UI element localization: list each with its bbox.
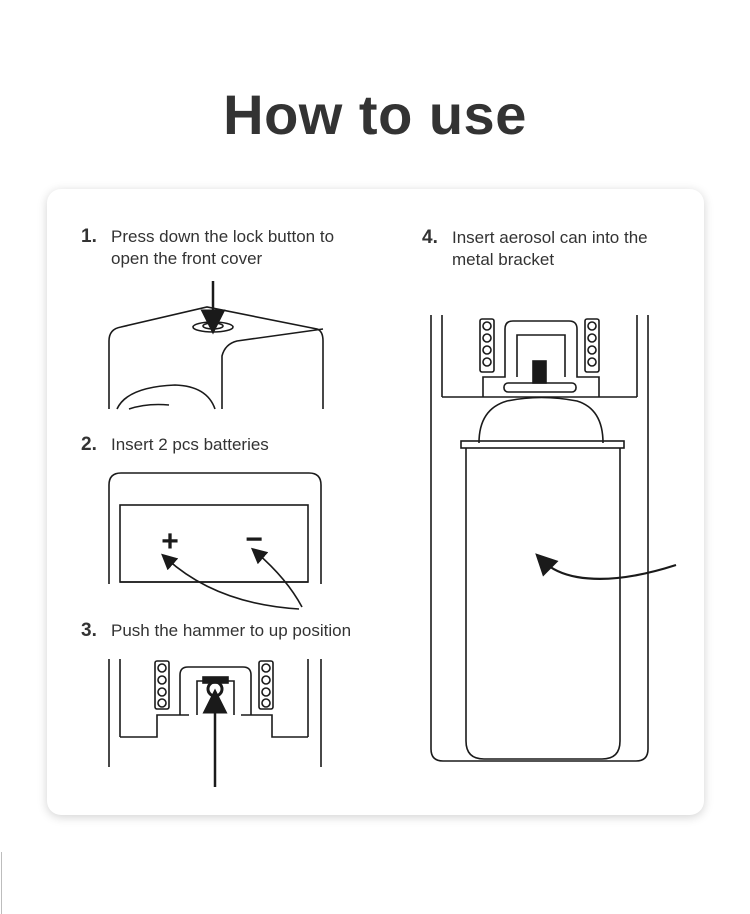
step-1: 1. Press down the lock button to open th… (81, 226, 361, 270)
instructions-card: 1. Press down the lock button to open th… (47, 189, 704, 815)
battery-compartment-illustration (108, 472, 322, 584)
insert-arrow (535, 553, 677, 580)
step-3-number: 3. (81, 620, 97, 641)
battery-arrow-right (250, 547, 303, 608)
hammer-mechanism-illustration (108, 659, 322, 767)
illustrations: + − (108, 281, 677, 787)
page-edge-divider (1, 852, 2, 914)
step-2-number: 2. (81, 434, 97, 455)
step-1-text: Press down the lock button to open the f… (111, 227, 335, 268)
battery-minus-symbol: − (245, 523, 263, 556)
step-2-text: Insert 2 pcs batteries (111, 435, 269, 454)
step-4: 4. Insert aerosol can into the metal bra… (422, 227, 672, 271)
step-2: 2. Insert 2 pcs batteries (81, 434, 361, 456)
step-4-number: 4. (422, 227, 438, 248)
page-title: How to use (223, 83, 527, 146)
step-3: 3. Push the hammer to up position (81, 620, 381, 642)
step-1-number: 1. (81, 226, 97, 247)
battery-plus-symbol: + (161, 525, 179, 558)
battery-arrow-left (161, 553, 300, 610)
step-4-text: Insert aerosol can into the metal bracke… (452, 228, 648, 269)
aerosol-bracket-illustration (430, 315, 649, 762)
step-3-text: Push the hammer to up position (111, 621, 352, 640)
dispenser-top-illustration (108, 306, 324, 410)
